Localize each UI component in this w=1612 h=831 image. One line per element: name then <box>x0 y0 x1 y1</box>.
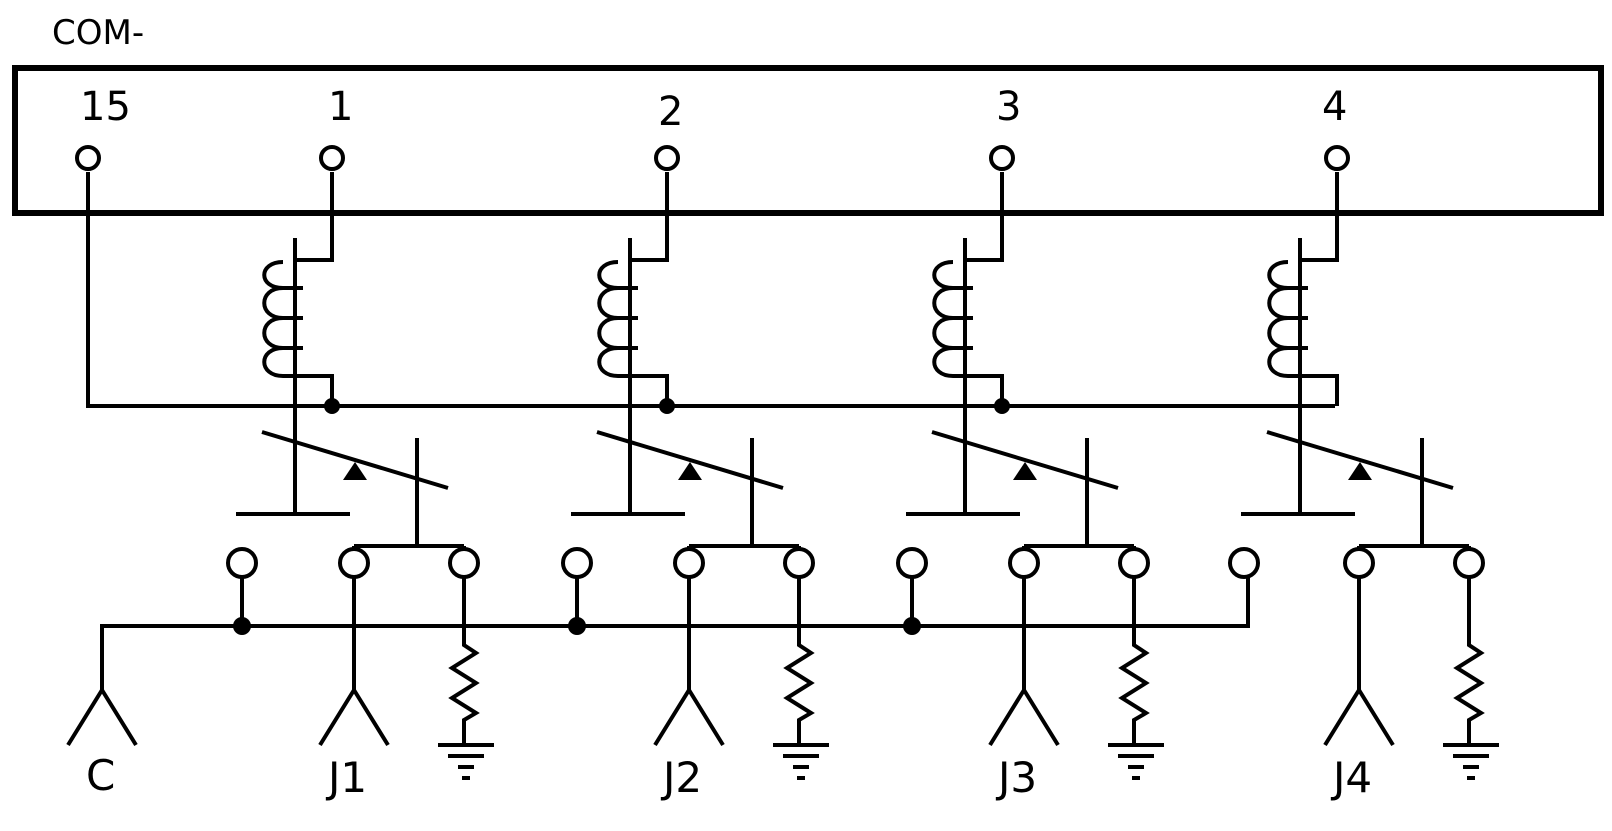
coil-top-wire <box>295 172 334 262</box>
output-wire <box>1323 577 1395 747</box>
coil-icon <box>1267 260 1339 406</box>
no-terminal <box>783 547 815 579</box>
pin-label-2: 2 <box>658 89 683 135</box>
ground-icon <box>1443 743 1499 780</box>
relay-channel-2: J2 <box>561 145 829 802</box>
com-bus-wire <box>86 172 1335 408</box>
nc-terminal <box>226 547 258 579</box>
no-terminal <box>1118 547 1150 579</box>
contact-post <box>1357 438 1471 550</box>
coil-top-wire <box>630 172 669 262</box>
connector-label: J4 <box>1330 753 1372 802</box>
module-label: COM- <box>52 13 144 53</box>
connector-label: J2 <box>660 753 702 802</box>
junction-dot <box>568 617 586 635</box>
contact-post <box>352 438 466 550</box>
resistor-icon <box>1453 577 1485 745</box>
connector-label: J1 <box>325 753 367 802</box>
pin-terminal-1 <box>319 145 345 171</box>
output-wire <box>653 577 725 747</box>
pin-label-4: 4 <box>1322 84 1347 130</box>
common-line-wire <box>100 577 1250 690</box>
nc-terminal <box>561 547 593 579</box>
coil-icon <box>597 260 669 406</box>
module-box <box>12 65 1604 216</box>
pin-label-3: 3 <box>996 84 1021 130</box>
resistor-icon <box>448 577 480 745</box>
relay-channel-1: J1 <box>226 145 494 802</box>
coil-icon <box>932 260 1004 406</box>
contact-post <box>687 438 801 550</box>
junction-dot <box>324 398 340 414</box>
junction-dot <box>994 398 1010 414</box>
pivot-icon <box>343 462 367 480</box>
pin-label-15: 15 <box>80 84 131 130</box>
pin-terminal-2 <box>654 145 680 171</box>
common-terminal <box>1008 547 1040 579</box>
relay-channel-4: J4 <box>1241 145 1499 802</box>
resistor-icon <box>783 577 815 745</box>
ground-icon <box>438 743 494 780</box>
ground-icon <box>773 743 829 780</box>
no-terminal <box>448 547 480 579</box>
coil-top-wire <box>965 172 1004 262</box>
c-connector-symbol <box>66 688 138 747</box>
nc-terminal <box>896 547 928 579</box>
pivot-icon <box>1013 462 1037 480</box>
junction-dot <box>659 398 675 414</box>
output-wire <box>318 577 390 747</box>
common-terminal <box>1343 547 1375 579</box>
pin-terminal-3 <box>989 145 1015 171</box>
common-terminal <box>338 547 370 579</box>
pin-terminal-4 <box>1324 145 1350 171</box>
no-terminal <box>1453 547 1485 579</box>
junction-dot <box>233 617 251 635</box>
nc-terminal-4 <box>1228 547 1260 579</box>
pin-label-1: 1 <box>328 84 353 130</box>
connector-label: J3 <box>995 753 1037 802</box>
coil-icon <box>262 260 334 406</box>
output-wire <box>988 577 1060 747</box>
resistor-icon <box>1118 577 1150 745</box>
contact-post <box>1022 438 1136 550</box>
common-terminal <box>673 547 705 579</box>
pivot-icon <box>1348 462 1372 480</box>
relay-channel-3: J3 <box>896 145 1164 802</box>
pivot-icon <box>678 462 702 480</box>
ground-icon <box>1108 743 1164 780</box>
coil-top-wire <box>1300 172 1339 262</box>
c-connector-label: C <box>86 751 115 800</box>
pin-terminal-15 <box>75 145 101 171</box>
junction-dot <box>903 617 921 635</box>
